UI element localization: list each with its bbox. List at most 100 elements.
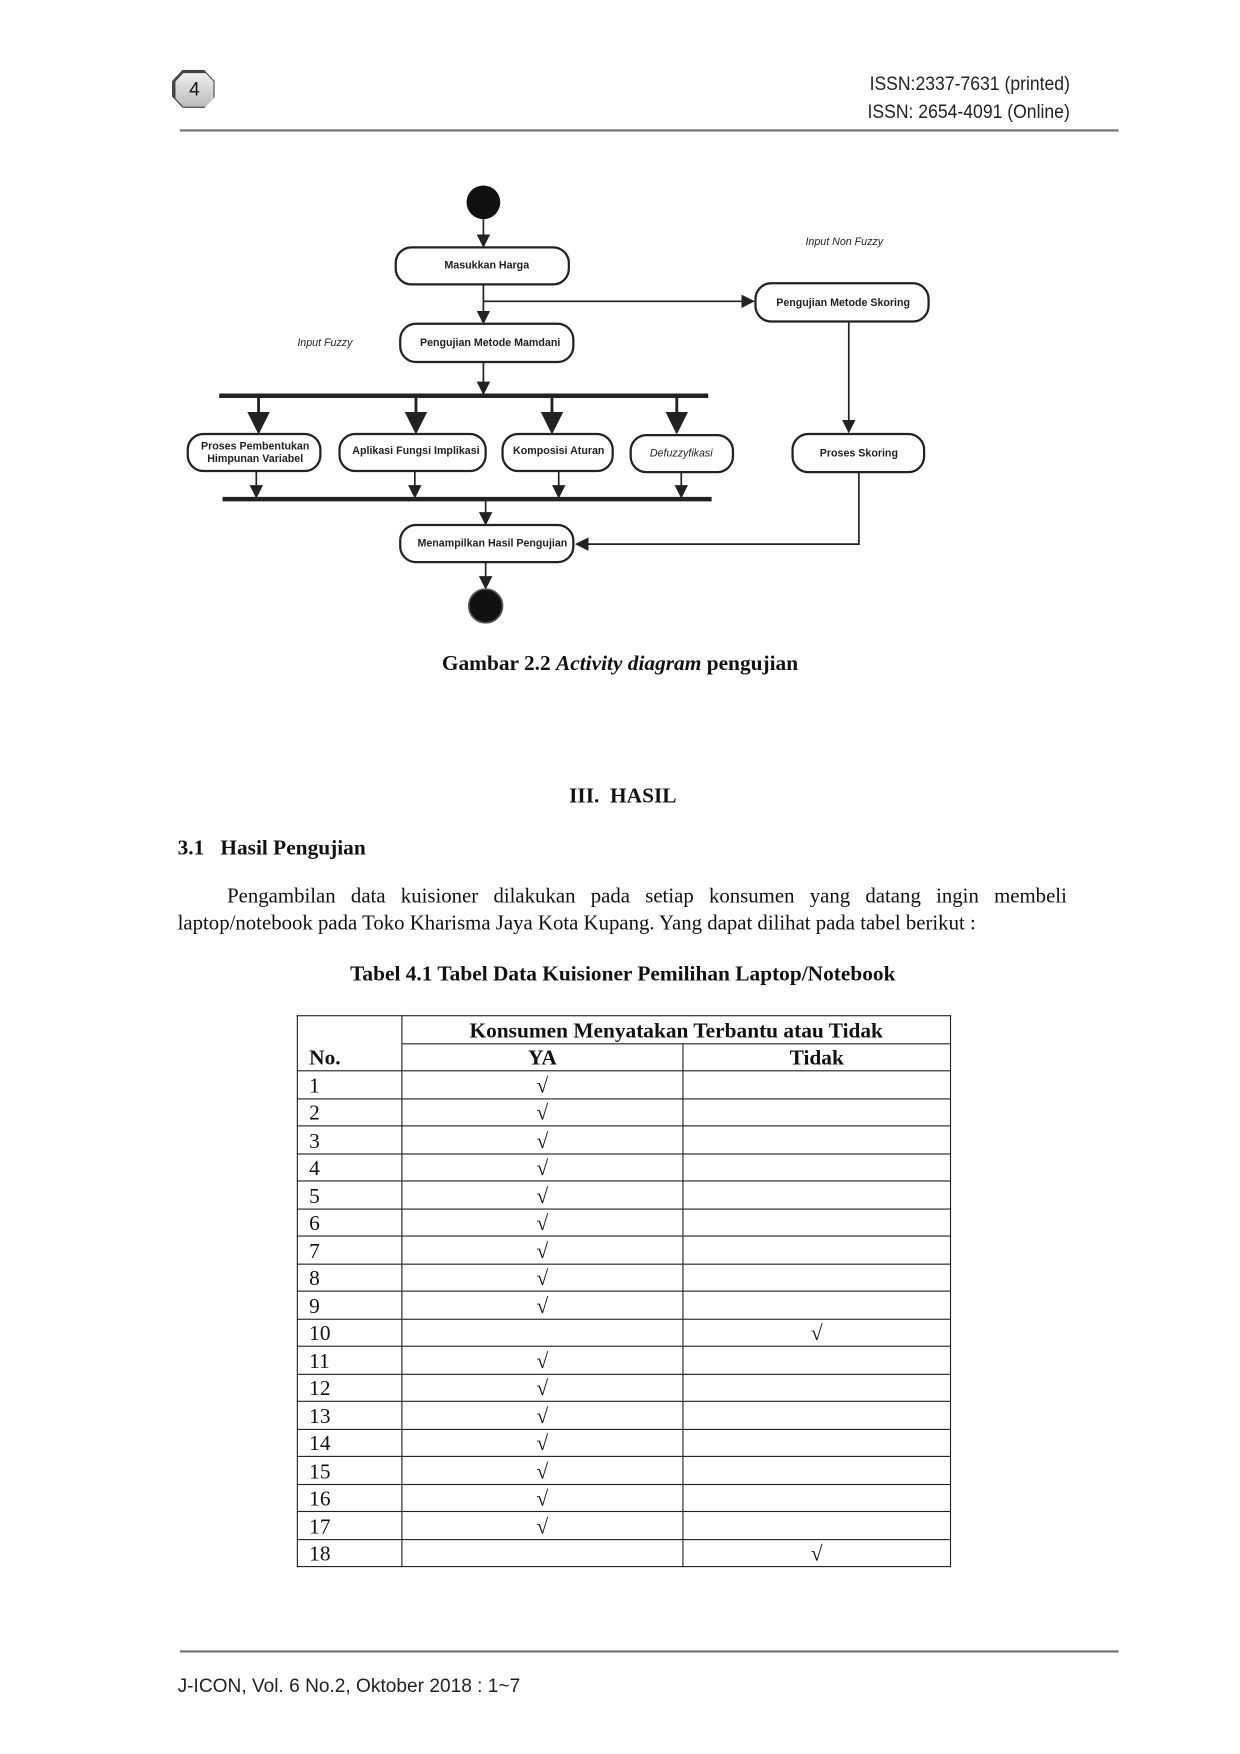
table-row: 10√: [296, 1318, 952, 1347]
label-input-fuzzy: Input Fuzzy: [297, 337, 353, 349]
cell-ya: √: [401, 1428, 684, 1457]
node-defuzz: [629, 433, 735, 474]
cell-ya: [401, 1318, 684, 1347]
row-number: 15: [296, 1455, 403, 1485]
cell-ya: [401, 1538, 684, 1568]
row-number: 18: [296, 1538, 403, 1568]
label-hasil: Menampilkan Hasil Pengujian: [417, 537, 567, 549]
table-row: 12√: [296, 1373, 952, 1402]
activity-diagram: Masukkan Harga Pengujian Metode Mamdani …: [186, 185, 930, 624]
table-row: 7√: [296, 1235, 952, 1265]
row-number: 4: [296, 1152, 403, 1182]
label-himpunan-2: Himpunan Variabel: [207, 453, 303, 465]
table-row: 3√: [296, 1125, 952, 1154]
row-number: 3: [296, 1125, 403, 1154]
table-row: 14√: [296, 1428, 952, 1457]
label-mamdani: Pengujian Metode Mamdani: [420, 337, 560, 349]
cell-ya: √: [401, 1345, 684, 1375]
node-proses-skoring: [791, 432, 926, 474]
label-implikasi: Aplikasi Fungsi Implikasi: [352, 445, 479, 457]
row-number: 6: [296, 1207, 403, 1237]
cell-tidak: [682, 1483, 952, 1513]
body-paragraph: Pengambilan data kuisioner dilakukan pad…: [177, 885, 1067, 936]
subsection-title: 3.1 Hasil Pengujian: [177, 836, 366, 861]
table-row: 15√: [296, 1455, 952, 1485]
node-komposisi: [501, 432, 614, 473]
table-row: 11√: [296, 1345, 952, 1375]
issn-online: ISSN: 2654-4091 (Online): [867, 101, 1071, 123]
label-skoring: Pengujian Metode Skoring: [776, 297, 910, 309]
table-row: 8√: [296, 1263, 952, 1292]
row-number: 10: [296, 1318, 403, 1347]
cell-ya: √: [401, 1235, 684, 1265]
cell-ya: √: [401, 1455, 684, 1485]
label-defuzz: Defuzzyfikasi: [650, 447, 713, 459]
figure-caption: Gambar 2.2 Activity diagram pengujian: [441, 652, 799, 676]
group-header: Konsumen Menyatakan Terbantu atau Tidak: [401, 1015, 952, 1044]
cell-ya: √: [401, 1180, 684, 1210]
cell-ya: √: [401, 1290, 684, 1320]
label-input-non-fuzzy: Input Non Fuzzy: [805, 236, 883, 248]
row-number: 8: [296, 1263, 403, 1292]
row-number: 12: [296, 1373, 403, 1402]
col-header-ya: YA: [401, 1042, 684, 1072]
cell-tidak: [682, 1070, 952, 1099]
cell-tidak: [682, 1373, 952, 1402]
row-number: 9: [296, 1290, 403, 1320]
row-number: 5: [296, 1180, 403, 1210]
table-row: 1√: [296, 1070, 952, 1099]
table-row: 2√: [296, 1097, 952, 1127]
table-row: 17√: [296, 1510, 952, 1540]
end-node: [467, 588, 504, 624]
cell-tidak: [682, 1180, 952, 1210]
cell-tidak: [682, 1510, 952, 1540]
row-number: 16: [296, 1483, 403, 1513]
header-rule: [179, 129, 1119, 132]
cell-ya: √: [401, 1097, 684, 1127]
row-number: 17: [296, 1510, 403, 1540]
row-number: 14: [296, 1428, 403, 1457]
cell-tidak: [682, 1125, 952, 1154]
footer-citation: J-ICON, Vol. 6 No.2, Oktober 2018 : 1~7: [177, 1675, 521, 1697]
cell-ya: √: [401, 1510, 684, 1540]
row-number: 7: [296, 1235, 403, 1265]
node-himpunan: [186, 432, 322, 473]
cell-ya: √: [401, 1152, 684, 1182]
node-skoring: [754, 282, 930, 323]
row-number: 13: [296, 1400, 403, 1430]
row-number: 2: [296, 1097, 403, 1127]
table-row: 9√: [296, 1290, 952, 1320]
label-himpunan-1: Proses Pembentukan: [201, 441, 309, 453]
cell-ya: √: [401, 1483, 684, 1513]
cell-ya: √: [401, 1207, 684, 1237]
table-row: 5√: [296, 1180, 952, 1210]
table-row: 6√: [296, 1207, 952, 1237]
cell-tidak: [682, 1428, 952, 1457]
footer-rule: [179, 1650, 1119, 1653]
cell-tidak: [682, 1207, 952, 1237]
cell-tidak: [682, 1290, 952, 1320]
table-title: Tabel 4.1 Tabel Data Kuisioner Pemilihan…: [350, 962, 896, 986]
label-komposisi: Komposisi Aturan: [513, 445, 604, 457]
table-row: 4√: [296, 1152, 952, 1182]
cell-ya: √: [401, 1125, 684, 1154]
questionnaire-table: Konsumen Menyatakan Terbantu atau Tidak …: [296, 1015, 952, 1568]
cell-ya: √: [401, 1263, 684, 1292]
start-node: [466, 185, 501, 220]
label-masukkan: Masukkan Harga: [444, 260, 529, 272]
col-header-no: No.: [296, 1043, 403, 1072]
row-number: 1: [296, 1070, 403, 1099]
cell-ya: √: [401, 1373, 684, 1402]
cell-tidak: [682, 1263, 952, 1292]
node-hasil: [399, 523, 575, 564]
cell-tidak: [682, 1152, 952, 1182]
col-header-tidak: Tidak: [682, 1042, 952, 1072]
cell-ya: √: [401, 1070, 684, 1099]
cell-tidak: [682, 1455, 952, 1485]
node-mamdani: [399, 322, 575, 364]
cell-tidak: [682, 1235, 952, 1265]
table-row: 16√: [296, 1483, 952, 1513]
row-number: 11: [296, 1345, 403, 1375]
cell-tidak: [682, 1097, 952, 1127]
